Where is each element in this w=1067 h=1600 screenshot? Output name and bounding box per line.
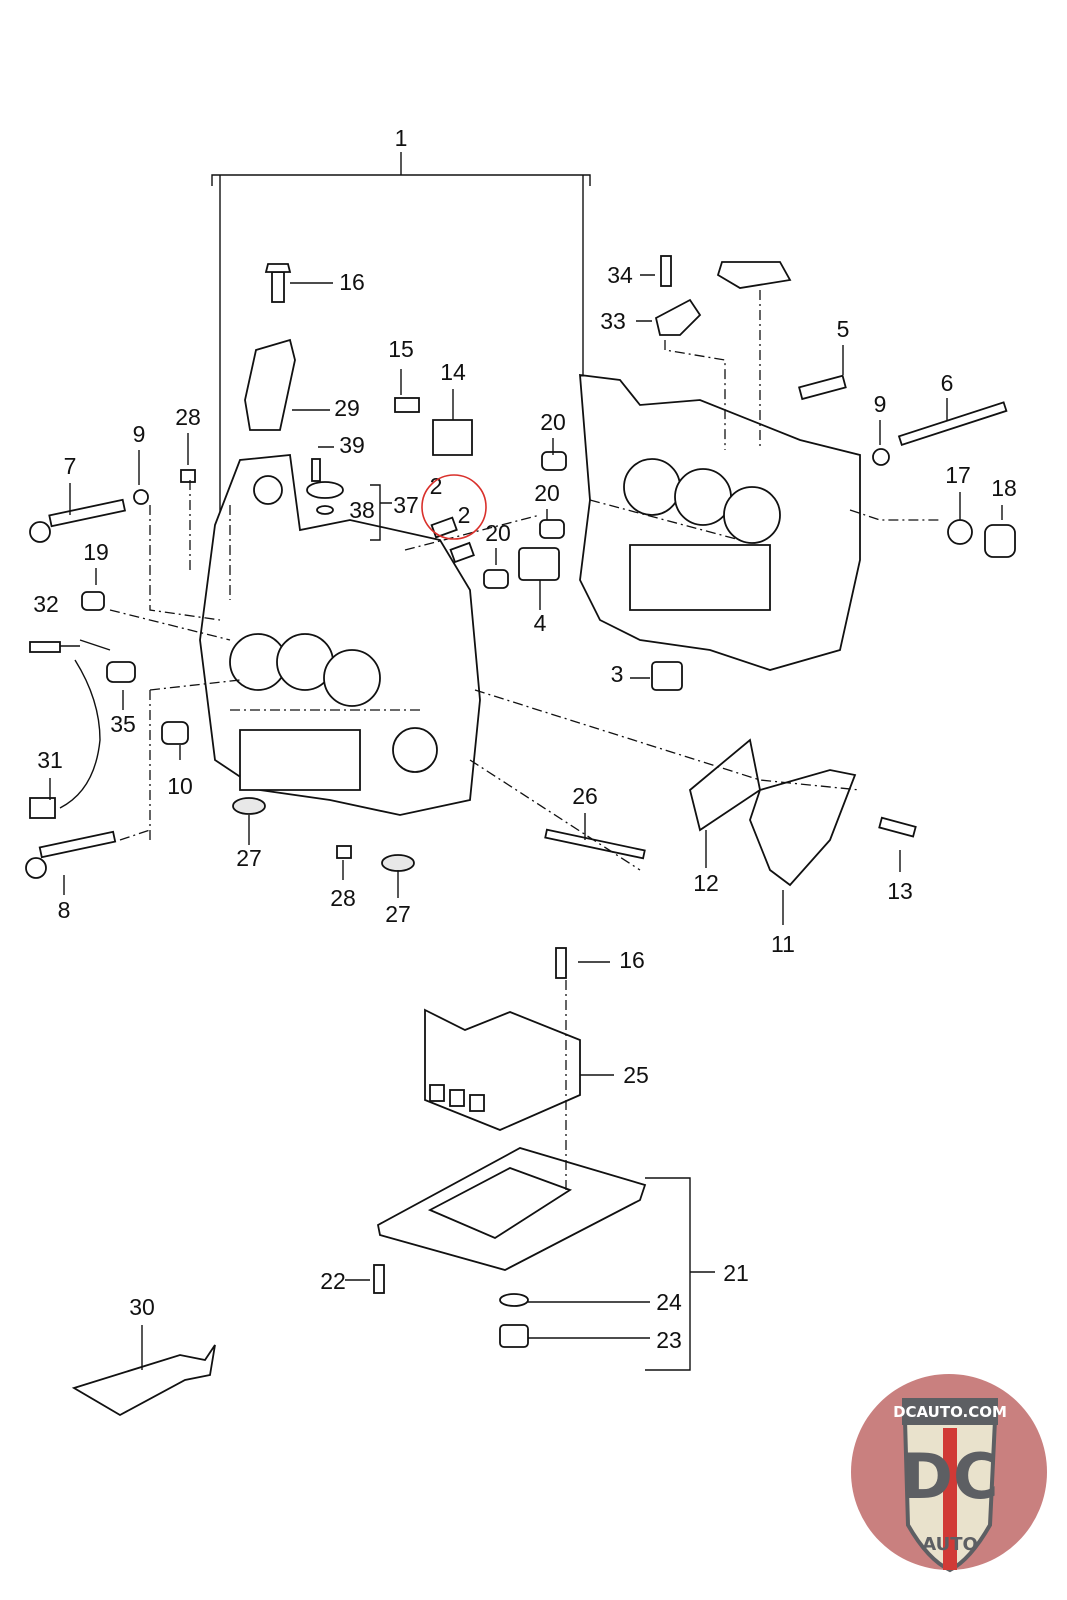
bracket-1	[211, 152, 591, 520]
logo-top-text: DCAUTO.COM	[893, 1403, 1007, 1421]
callout: 37	[393, 492, 419, 518]
callout: 21	[723, 1260, 749, 1286]
logo-sub-text: AUTO	[922, 1534, 978, 1555]
crankcase-right-half	[579, 373, 861, 671]
callout-labels: 1 16 34 33 5 15 14 29 6 9 28 9 39 20 7 2…	[33, 125, 1017, 1353]
callout: 31	[37, 747, 63, 773]
callout: 33	[600, 308, 626, 334]
callout: 39	[339, 432, 365, 458]
callout: 7	[64, 453, 77, 479]
dcauto-logo: DCAUTO.COM DC AUTO	[851, 1374, 1047, 1573]
callout: 1	[395, 125, 408, 151]
callout: 22	[320, 1268, 346, 1294]
callout: 18	[991, 475, 1017, 501]
callout: 2	[430, 473, 443, 499]
callout: 4	[534, 610, 547, 636]
callout: 13	[887, 878, 913, 904]
callout: 29	[334, 395, 360, 421]
callout: 20	[534, 480, 560, 506]
highlight-circle	[421, 474, 487, 540]
callout: 3	[611, 661, 624, 687]
callout: 11	[771, 931, 795, 957]
callout: 2	[458, 502, 471, 528]
small-parts	[25, 255, 1016, 887]
callout: 26	[572, 783, 598, 809]
callout: 27	[385, 901, 411, 927]
callout: 12	[693, 870, 719, 896]
callout: 5	[837, 316, 850, 342]
callout: 15	[388, 336, 414, 362]
callout: 9	[133, 421, 146, 447]
oil-pan-assembly	[71, 947, 647, 1417]
logo-main-text: DC	[902, 1440, 999, 1513]
callout: 20	[540, 409, 566, 435]
callout: 30	[129, 1294, 155, 1320]
callout: 27	[236, 845, 262, 871]
callout: 32	[33, 591, 59, 617]
callout: 14	[440, 359, 466, 385]
callout: 25	[623, 1062, 649, 1088]
callout: 24	[656, 1289, 682, 1315]
callout: 28	[330, 885, 356, 911]
callout: 38	[349, 497, 375, 523]
callout: 10	[167, 773, 193, 799]
callout: 8	[58, 897, 71, 923]
callout: 23	[656, 1327, 682, 1353]
callout: 6	[941, 370, 954, 396]
callout: 34	[607, 262, 633, 288]
callout: 35	[110, 711, 136, 737]
leader-lines	[49, 274, 1003, 1371]
callout: 19	[83, 539, 109, 565]
callout: 16	[339, 269, 365, 295]
callout: 16	[619, 947, 645, 973]
callout: 20	[485, 520, 511, 546]
callout: 28	[175, 404, 201, 430]
callout: 9	[874, 391, 887, 417]
callout: 17	[945, 462, 971, 488]
crankcase-left-half	[199, 454, 481, 816]
